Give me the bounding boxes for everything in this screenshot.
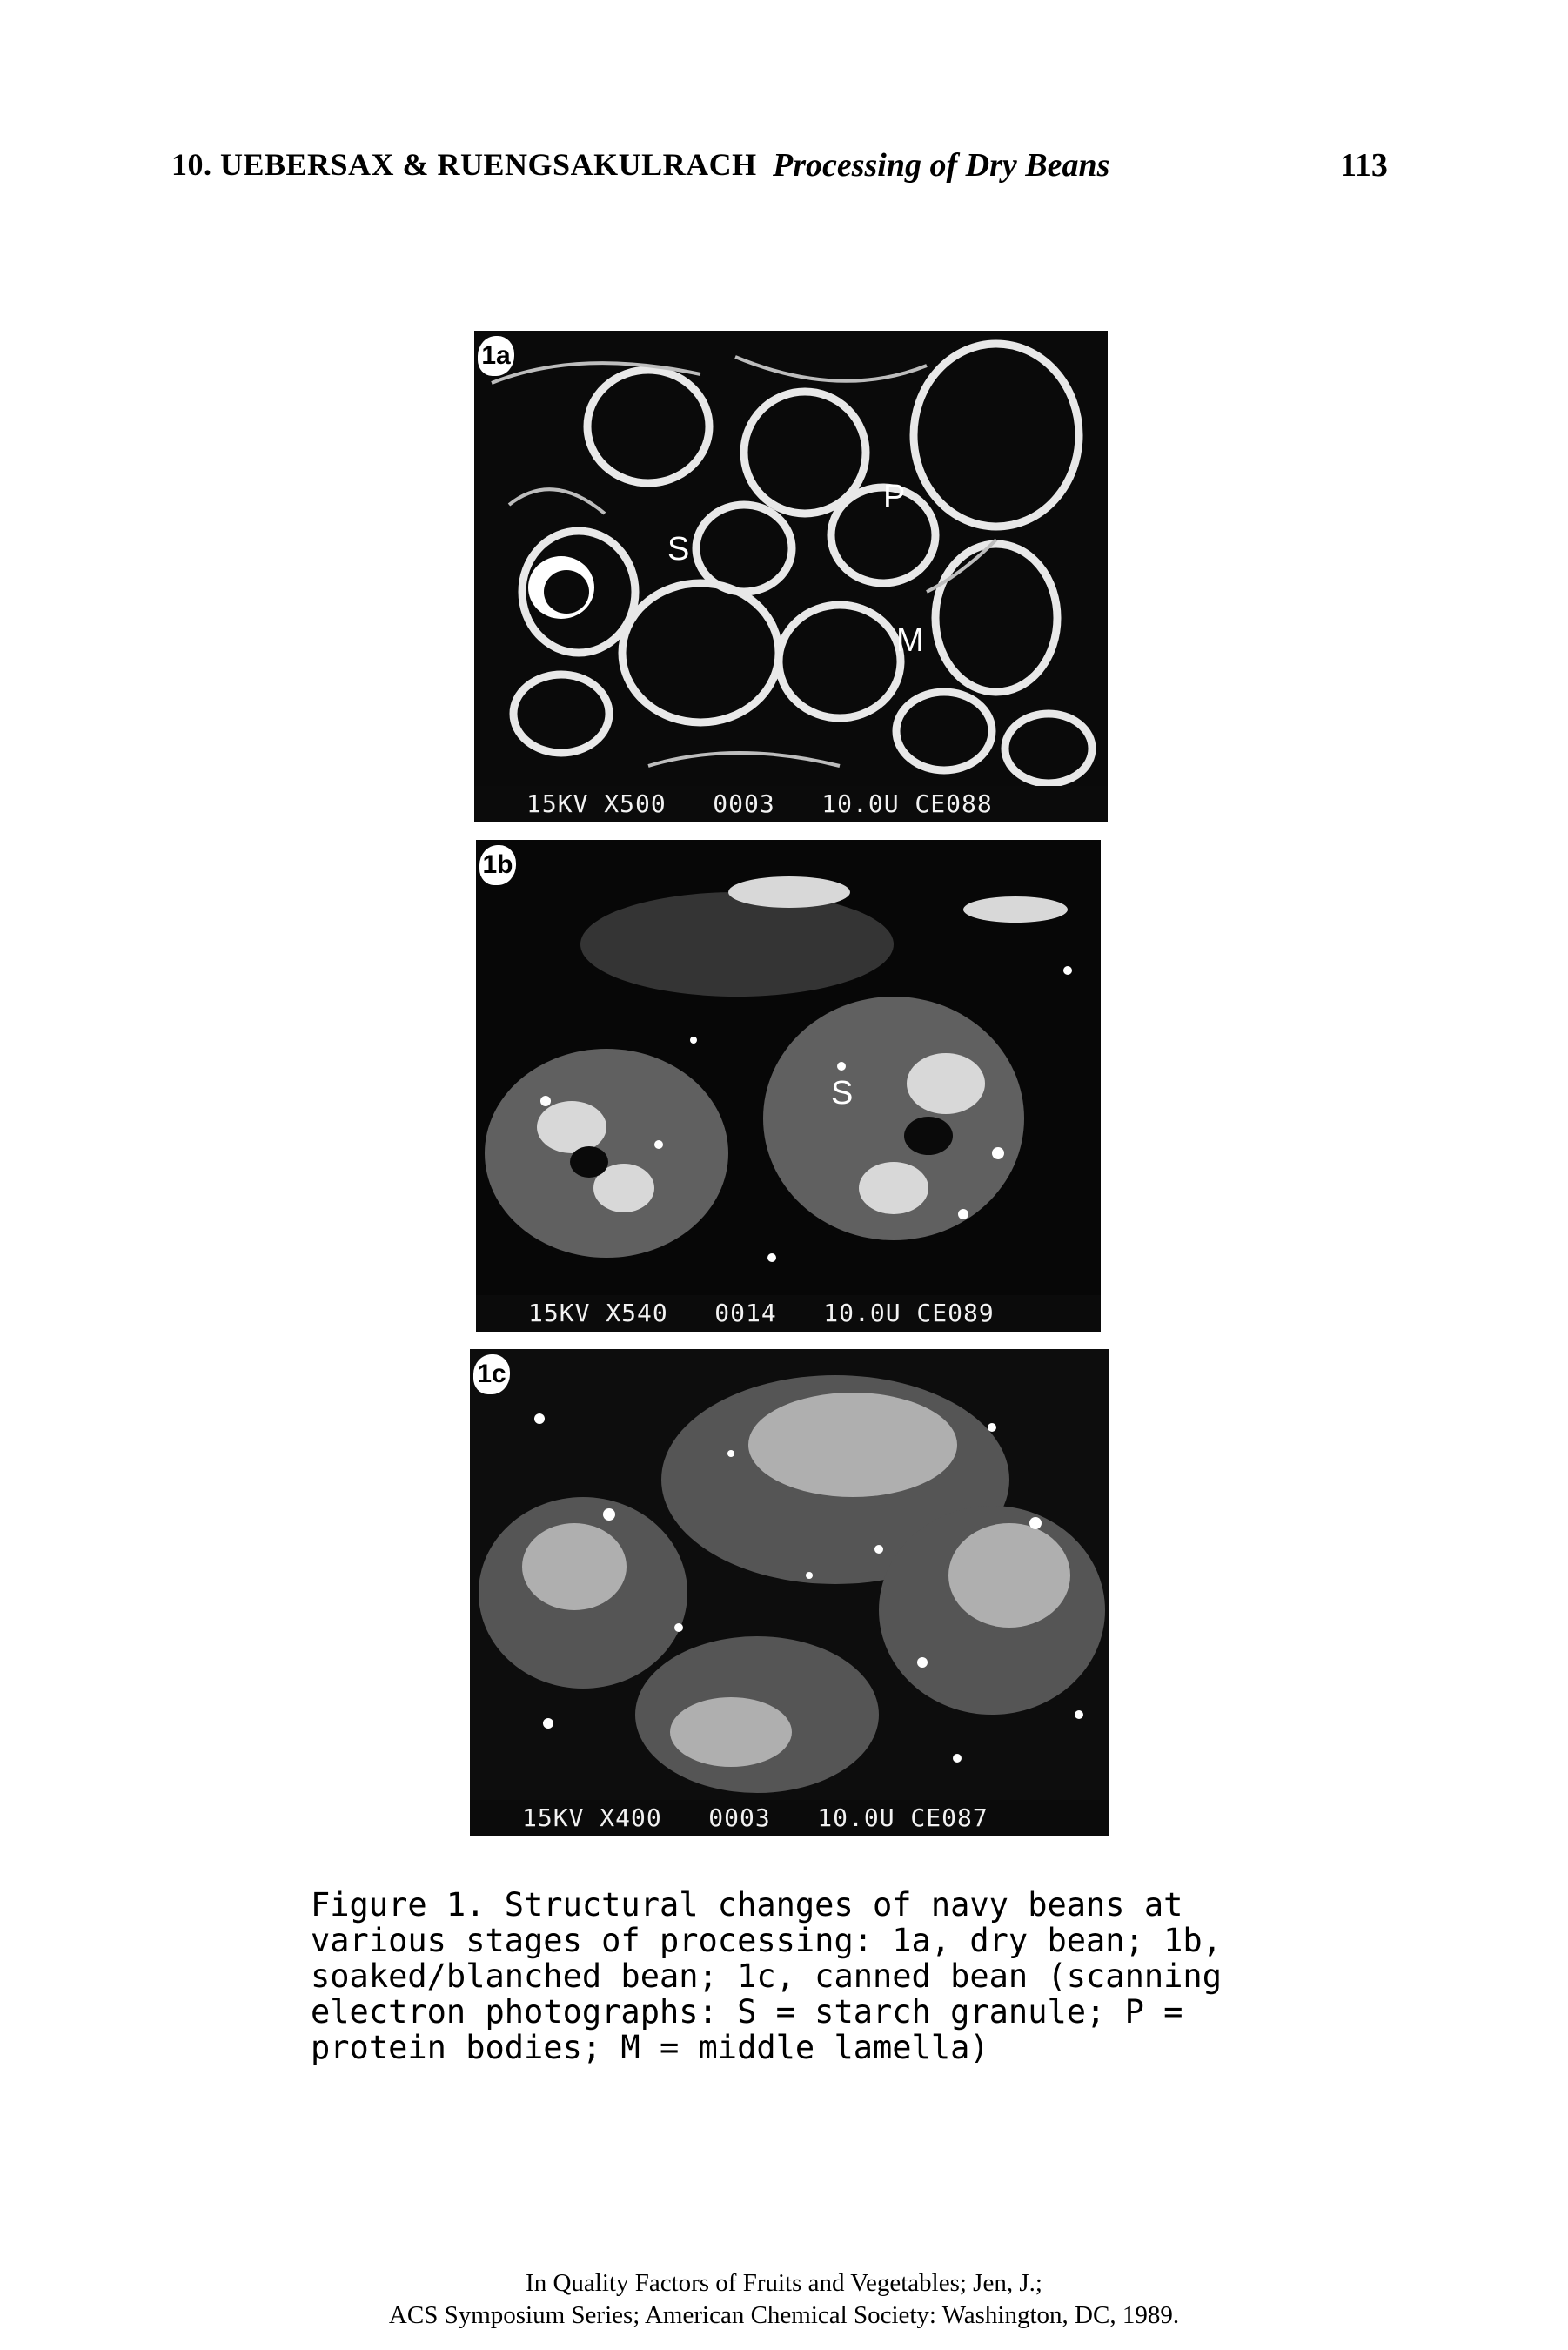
micrograph-1c-image bbox=[470, 1349, 1109, 1836]
running-title: Processing of Dry Beans bbox=[773, 147, 1110, 184]
panel-label-1c: 1c bbox=[473, 1354, 510, 1394]
citation-line-1: In Quality Factors of Fruits and Vegetab… bbox=[526, 2269, 1042, 2297]
micrograph-1a-image bbox=[474, 331, 1108, 822]
chapter-authors: 10. UEBERSAX & RUENGSAKULRACH bbox=[171, 147, 757, 182]
marker-protein: P bbox=[883, 479, 906, 515]
marker-starch: S bbox=[667, 531, 690, 567]
figure-caption: Figure 1. Structural changes of navy bea… bbox=[311, 1886, 1222, 2066]
running-head: 10. UEBERSAX & RUENGSAKULRACH Processing… bbox=[0, 146, 1568, 198]
micrograph-1b-image bbox=[476, 840, 1101, 1332]
marker-middle-lamella: M bbox=[896, 622, 924, 659]
page-number: 113 bbox=[1340, 147, 1388, 184]
panel-label-1b: 1b bbox=[479, 845, 516, 885]
micrograph-1a: 1a S P M 15KV X500 0003 10.0U CE088 bbox=[474, 331, 1108, 822]
scale-bar-1b: 15KV X540 0014 10.0U CE089 bbox=[476, 1295, 1101, 1332]
marker-starch: S bbox=[831, 1075, 854, 1111]
citation-footer: In Quality Factors of Fruits and Vegetab… bbox=[0, 2267, 1568, 2332]
figure-1: 1a S P M 15KV X500 0003 10.0U CE088 bbox=[470, 331, 1109, 1854]
micrograph-1c: 1c 15KV X400 0003 10.0U CE087 bbox=[470, 1349, 1109, 1836]
micrograph-1b: 1b S 15KV X540 0014 10.0U CE089 bbox=[476, 840, 1101, 1332]
scale-bar-1a: 15KV X500 0003 10.0U CE088 bbox=[474, 786, 1108, 822]
scale-bar-1c: 15KV X400 0003 10.0U CE087 bbox=[470, 1800, 1109, 1836]
panel-label-1a: 1a bbox=[478, 336, 514, 376]
citation-line-2: ACS Symposium Series; American Chemical … bbox=[388, 2301, 1180, 2329]
